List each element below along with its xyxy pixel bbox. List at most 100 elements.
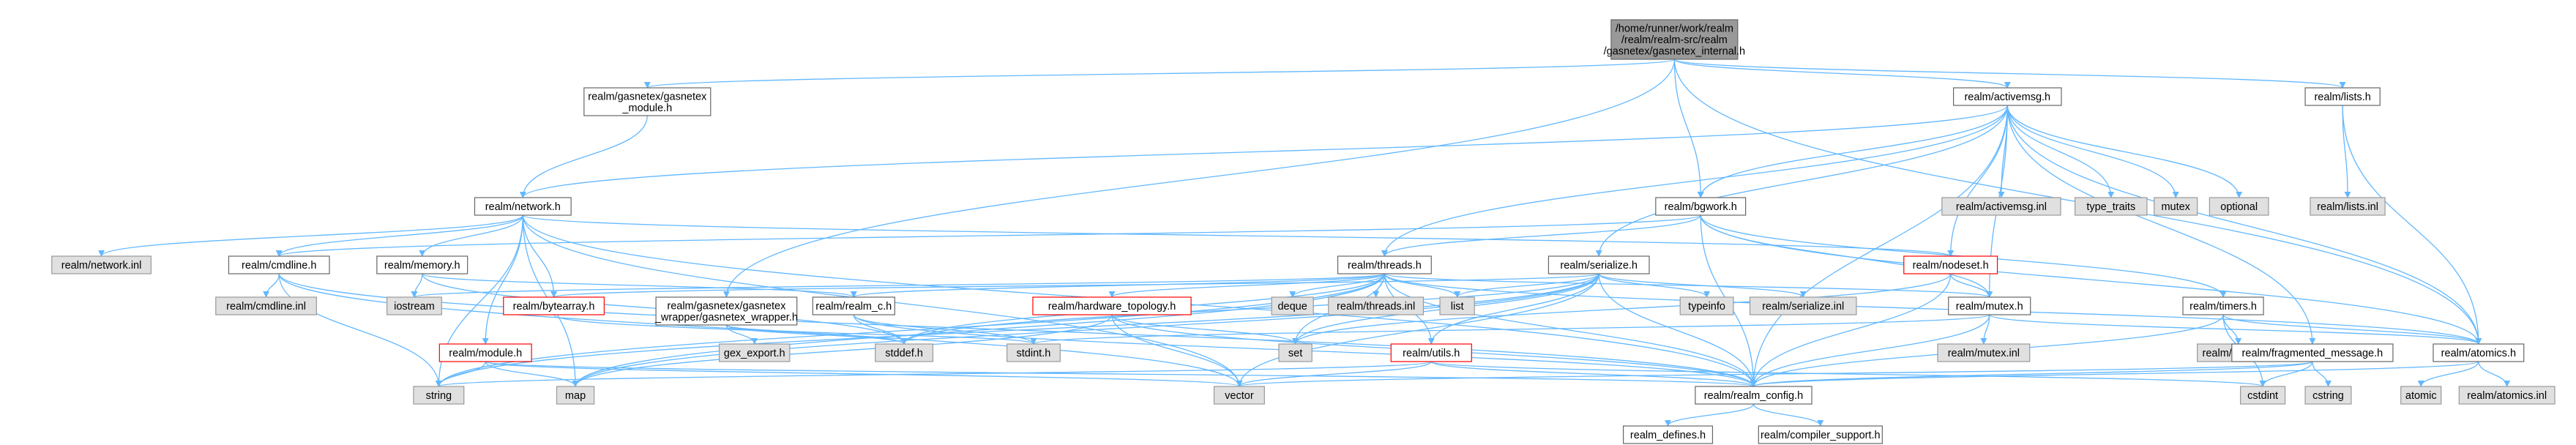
node-label: type_traits	[2086, 201, 2135, 213]
node-label: realm/mutex.inl	[1948, 348, 2020, 359]
node-box	[1695, 386, 1812, 405]
node-label: realm/memory.h	[384, 260, 460, 272]
graph-node-gasnetex-wrapper[interactable]: realm/gasnetex/gasnetex_wrapper/gasnetex…	[654, 296, 798, 326]
node-box	[556, 386, 595, 405]
node-label: realm/cmdline.inl	[226, 301, 306, 313]
include-edge	[1697, 105, 2008, 198]
node-label: realm/hardware_topology.h	[1048, 301, 1176, 313]
include-edge	[1381, 214, 1701, 257]
graph-node-lists[interactable]: realm/lists.h	[2304, 87, 2381, 106]
node-label: realm/fragmented_message.h	[2242, 348, 2383, 359]
node-box	[875, 343, 933, 362]
graph-node-iostream: iostream	[387, 296, 442, 315]
node-box	[583, 87, 712, 116]
include-edge	[1947, 105, 2008, 257]
node-label: realm/network.h	[485, 201, 561, 213]
node-label: cstring	[2312, 390, 2344, 402]
graph-node-atomics-inl: realm/atomics.inl	[2458, 386, 2556, 405]
node-box	[228, 255, 330, 274]
node-box	[1328, 296, 1425, 315]
graph-node-root[interactable]: /home/runner/work/realm/realm/realm-src/…	[1604, 19, 1745, 60]
graph-node-activemsg[interactable]: realm/activemsg.h	[1952, 87, 2062, 106]
graph-node-network[interactable]: realm/network.h	[474, 197, 572, 216]
graph-node-realm-defines[interactable]: realm_defines.h	[1623, 425, 1714, 444]
node-box	[51, 255, 152, 274]
graph-node-cstring: cstring	[2304, 386, 2352, 405]
include-edge	[1700, 214, 2482, 345]
node-label: realm/gasnetex/gasnetex	[667, 300, 786, 312]
node-label: realm/activemsg.h	[1964, 91, 2050, 103]
node-box	[1937, 343, 2031, 362]
node-label: realm/lists.inl	[2317, 201, 2378, 213]
include-edge	[1665, 403, 1755, 427]
node-box	[1679, 296, 1734, 315]
graph-node-atomic: atomic	[2400, 386, 2442, 405]
node-label: stddef.h	[885, 348, 923, 359]
node-box	[1390, 343, 1472, 362]
include-edge	[2006, 105, 2179, 198]
node-label: list	[1451, 301, 1464, 313]
graph-node-memory[interactable]: realm/memory.h	[376, 255, 468, 274]
node-label: realm/utils.h	[1403, 348, 1460, 359]
include-edge	[1598, 273, 1807, 298]
graph-node-module[interactable]: realm/module.h	[438, 343, 532, 362]
graph-node-hw-topology[interactable]: realm/hardware_topology.h	[1032, 296, 1192, 315]
include-edge	[422, 273, 857, 298]
include-edge	[1384, 273, 1993, 298]
include-edge	[853, 314, 1037, 345]
node-label: _wrapper/gasnetex_wrapper.h	[654, 312, 798, 324]
node-label: realm/network.inl	[61, 260, 142, 272]
node-box	[1271, 296, 1314, 315]
node-box	[387, 296, 442, 315]
node-box	[1337, 255, 1432, 274]
include-edge	[519, 115, 648, 198]
graph-node-realm-config[interactable]: realm/realm_config.h	[1695, 386, 1812, 405]
graph-node-fragmented[interactable]: realm/fragmented_message.h	[2231, 343, 2394, 362]
node-label: realm/timers.h	[2189, 301, 2257, 313]
graph-node-threads[interactable]: realm/threads.h	[1337, 255, 1432, 274]
graph-node-compiler-support[interactable]: realm/compiler_support.h	[1758, 425, 1883, 444]
node-box	[1941, 197, 2061, 216]
graph-node-serialize[interactable]: realm/serialize.h	[1548, 255, 1650, 274]
node-label: string	[426, 390, 452, 402]
node-label: realm/lists.h	[2314, 91, 2370, 103]
include-edge	[98, 214, 523, 257]
include-edge	[1750, 273, 1952, 387]
include-edge	[1673, 59, 2011, 89]
include-edge	[1111, 314, 1243, 387]
graph-node-realm-c[interactable]: realm/realm_c.h	[812, 296, 895, 315]
node-label: realm/threads.h	[1348, 260, 1422, 272]
graph-node-mutex[interactable]: realm/mutex.h	[1948, 296, 2031, 315]
graph-node-gex-export: gex_export.h	[718, 343, 791, 362]
include-edge	[1750, 361, 2479, 387]
node-label: stdint.h	[1017, 348, 1051, 359]
node-label: mutex	[2161, 201, 2190, 213]
graph-node-cmdline[interactable]: realm/cmdline.h	[228, 255, 330, 274]
node-box	[376, 255, 468, 274]
graph-node-bgwork[interactable]: realm/bgwork.h	[1655, 197, 1747, 216]
node-box	[438, 343, 532, 362]
graph-node-bytearray[interactable]: realm/bytearray.h	[503, 296, 605, 315]
include-edge	[485, 361, 579, 387]
graph-node-nodeset[interactable]: realm/nodeset.h	[1903, 255, 1998, 274]
graph-node-network-inl: realm/network.inl	[51, 255, 152, 274]
graph-node-gasnetex-module[interactable]: realm/gasnetex/gasnetex_module.h	[583, 87, 712, 116]
node-label: realm/atomics.h	[2441, 348, 2516, 359]
graph-node-utils[interactable]: realm/utils.h	[1390, 343, 1472, 362]
include-edge	[1673, 59, 2346, 89]
node-box	[1948, 296, 2031, 315]
node-label: realm/threads.inl	[1337, 301, 1415, 313]
node-label: gex_export.h	[724, 348, 785, 359]
include-edge	[1108, 273, 1386, 298]
graph-node-cstdint: cstdint	[2240, 386, 2286, 405]
node-box	[655, 296, 798, 326]
node-box	[1439, 296, 1475, 315]
include-edge	[2222, 314, 2482, 345]
include-edge	[1292, 273, 1952, 345]
include-edge	[1236, 361, 1432, 387]
include-edge	[572, 273, 1599, 387]
include-edge	[851, 273, 1386, 298]
graph-node-timers[interactable]: realm/timers.h	[2182, 296, 2264, 315]
graph-node-atomics[interactable]: realm/atomics.h	[2433, 343, 2525, 362]
include-edge	[1989, 314, 2482, 345]
